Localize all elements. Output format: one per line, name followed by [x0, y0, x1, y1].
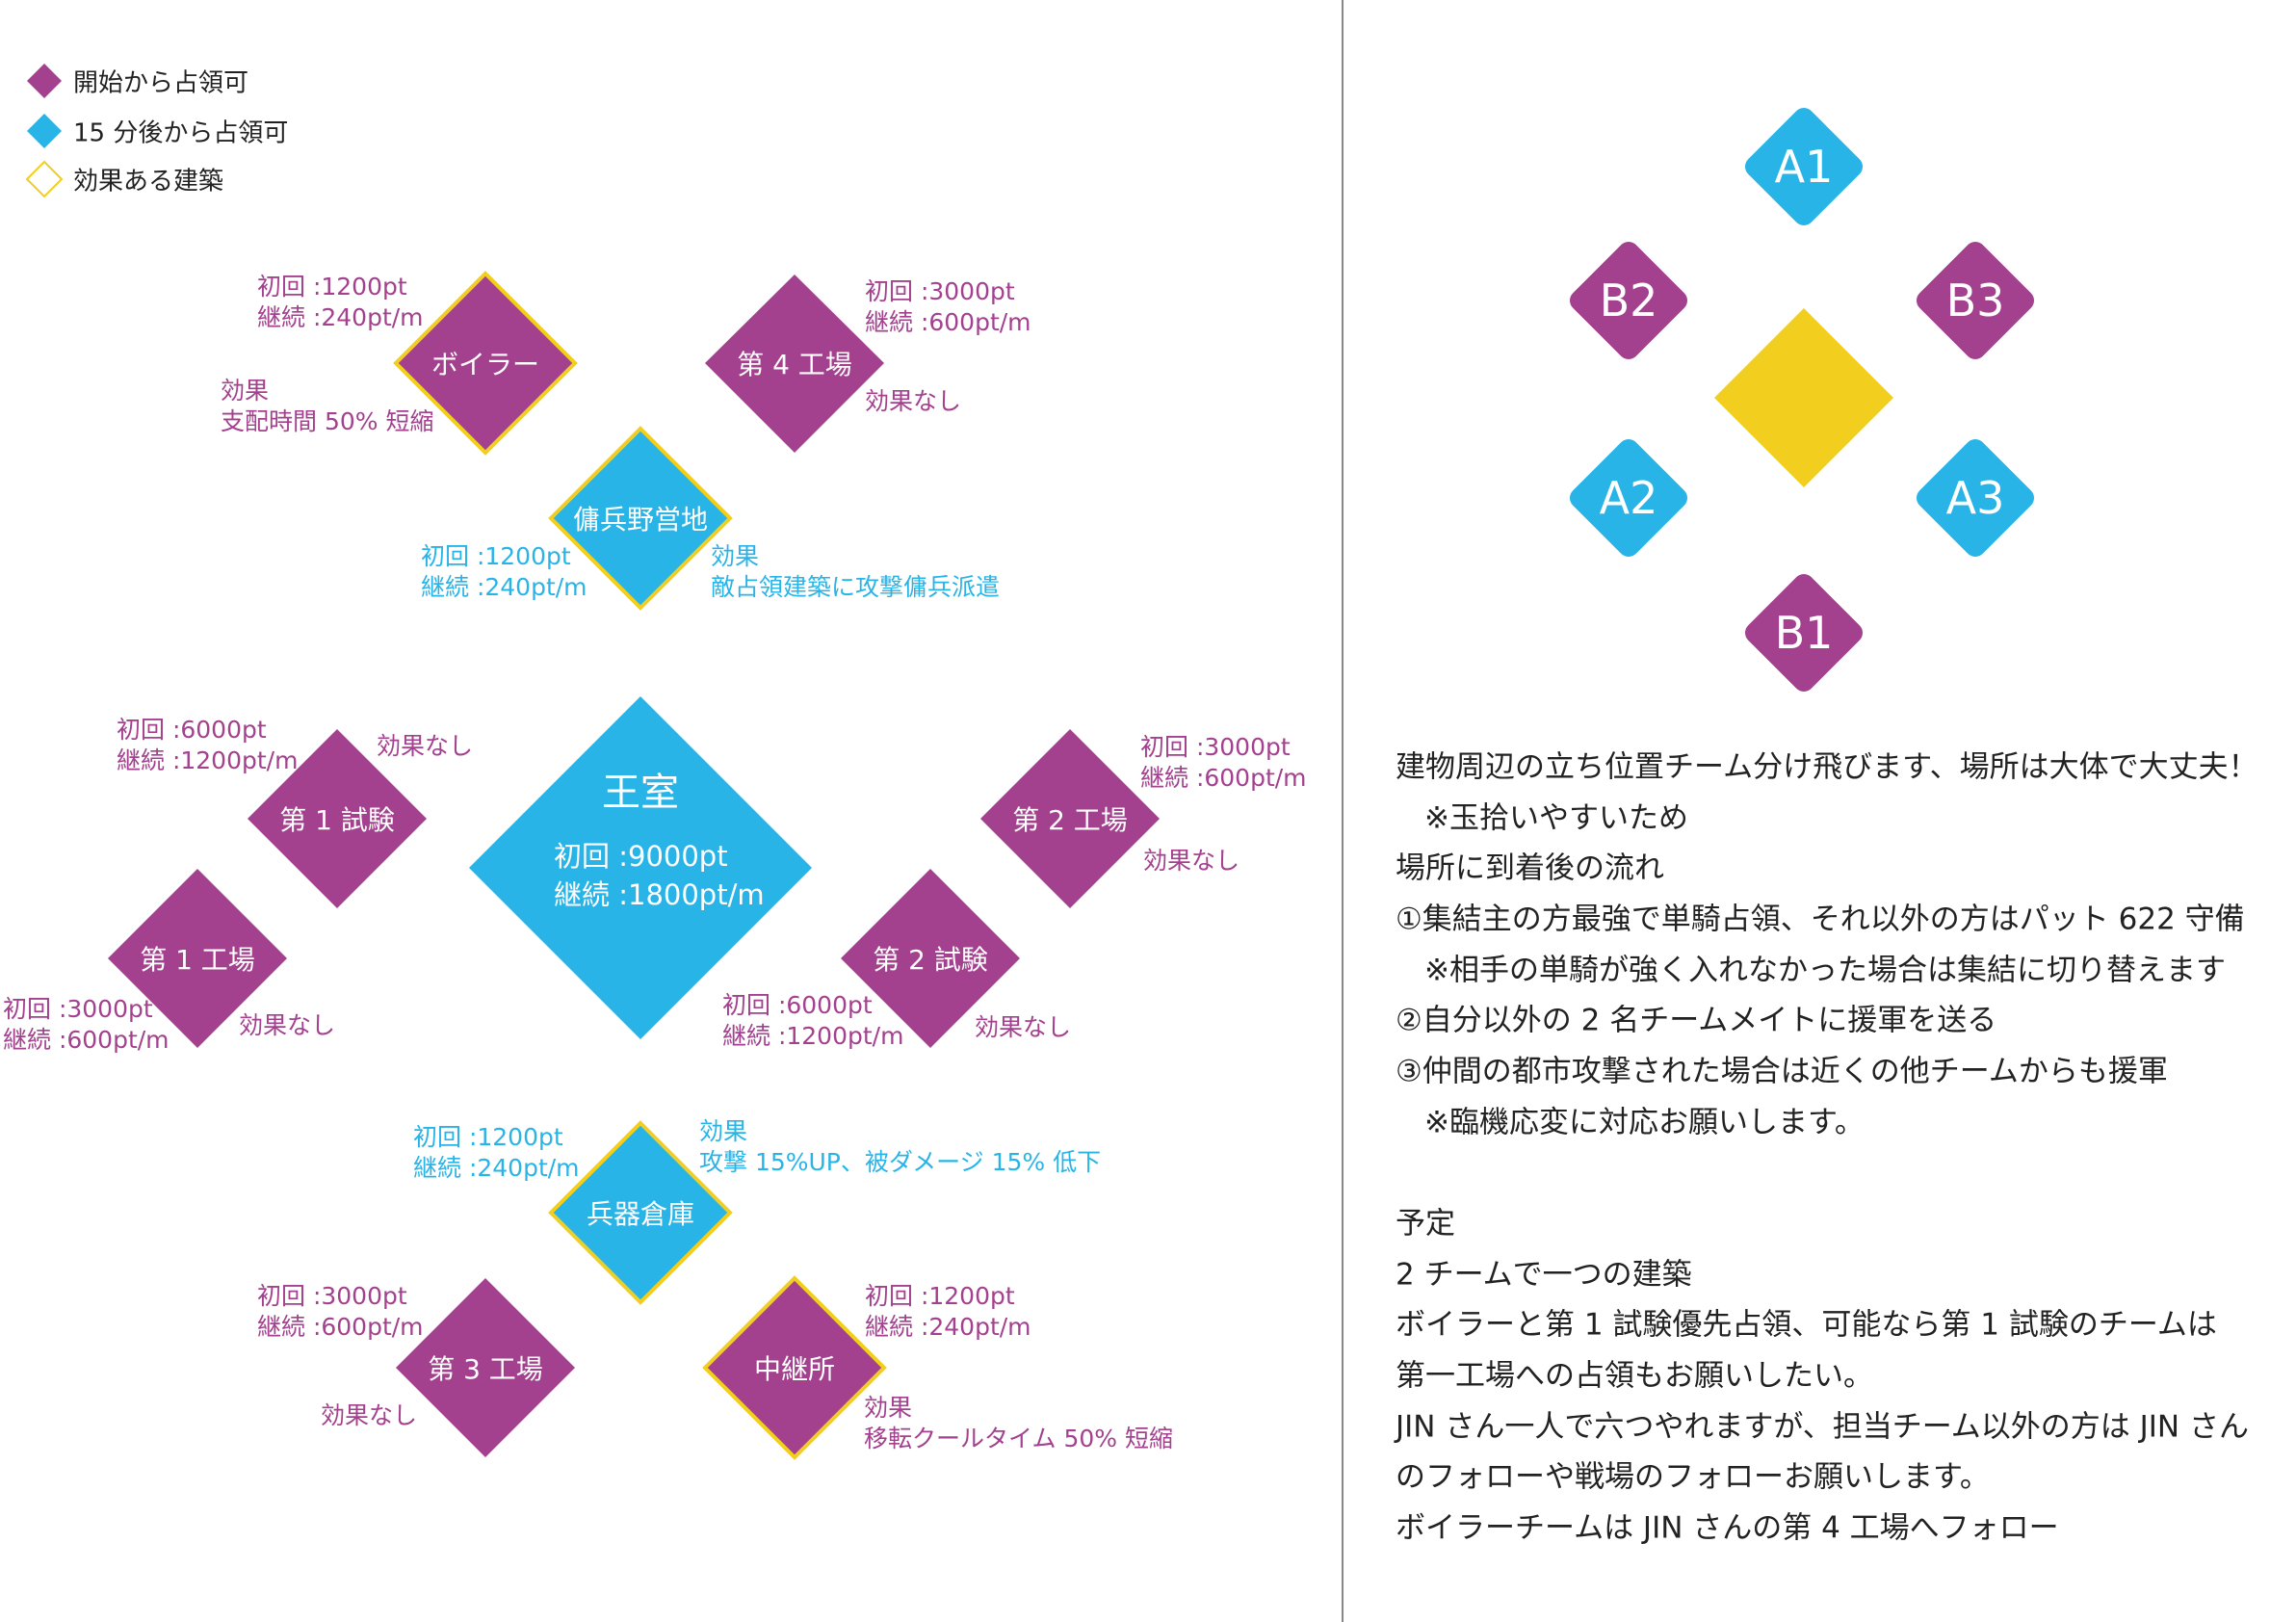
- relay-cont: 継続 :240pt/m: [865, 1313, 1031, 1341]
- legend-after15: 15 分後から占領可: [73, 118, 289, 148]
- armory-effect-title: 効果: [699, 1117, 748, 1145]
- royal-cont: 継続 :1800pt/m: [554, 878, 765, 911]
- factory3-diamond: [396, 1278, 575, 1457]
- camp-diamond: [548, 426, 733, 611]
- royal-diamond: [469, 696, 812, 1039]
- factory4-cont: 継続 :600pt/m: [865, 308, 1031, 336]
- boiler-first: 初回 :1200pt: [257, 273, 407, 301]
- camp-name: 傭兵野営地: [572, 504, 709, 536]
- boiler-cont: 継続 :240pt/m: [257, 303, 424, 331]
- note-line: ※玉拾いやすいため: [1424, 800, 1688, 836]
- armory-cont: 継続 :240pt/m: [413, 1154, 580, 1182]
- factory1-diamond: [108, 869, 287, 1048]
- test1-name: 第 1 試験: [279, 804, 395, 836]
- legend-effect: 効果ある建築: [73, 167, 224, 196]
- legend-blue-diamond-icon: [27, 114, 62, 148]
- armory-diamond: [548, 1120, 733, 1305]
- test2-cont: 継続 :1200pt/m: [722, 1022, 904, 1050]
- note-line: 第一工場への占領もお願いしたい。: [1396, 1358, 1873, 1394]
- factory1-name: 第 1 工場: [140, 944, 255, 976]
- armory-effect: 攻撃 15%UP、被ダメージ 15% 低下: [699, 1148, 1102, 1176]
- relay-first: 初回 :1200pt: [865, 1282, 1015, 1310]
- factory3-first: 初回 :3000pt: [257, 1282, 407, 1310]
- pos-b1: B1: [1774, 607, 1834, 659]
- factory1-cont: 継続 :600pt/m: [3, 1026, 170, 1054]
- note-line: ※相手の単騎が強く入れなかった場合は集結に切り替えます: [1424, 953, 2226, 988]
- factory2-effect: 効果なし: [1143, 847, 1240, 875]
- note-line: ボイラーチームは JIN さんの第 4 工場へフォロー: [1396, 1510, 2059, 1546]
- test1-cont: 継続 :1200pt/m: [117, 746, 299, 774]
- test1-diamond: [248, 729, 427, 908]
- royal-name: 王室: [602, 771, 679, 815]
- camp-cont: 継続 :240pt/m: [421, 573, 587, 601]
- legend-yellow-outline-diamond-icon: [25, 160, 64, 198]
- note-line: ③仲間の都市攻撃された場合は近くの他チームからも援軍: [1396, 1054, 2168, 1089]
- test2-first: 初回 :6000pt: [722, 991, 873, 1019]
- a1-diamond: [1745, 108, 1863, 225]
- relay-effect-title: 効果: [864, 1394, 913, 1422]
- a3-diamond: [1917, 439, 2034, 557]
- legend-purple-diamond-icon: [27, 64, 62, 98]
- boiler-name: ボイラー: [430, 349, 540, 380]
- pos-a3: A3: [1945, 472, 2005, 524]
- test1-first: 初回 :6000pt: [117, 716, 267, 744]
- test2-diamond: [841, 869, 1020, 1048]
- note-line: のフォローや戦場のフォローお願いします。: [1396, 1459, 1990, 1495]
- factory2-diamond: [980, 729, 1160, 908]
- camp-effect: 敵占領建築に攻撃傭兵派遣: [711, 573, 1001, 601]
- factory4-effect: 効果なし: [865, 387, 962, 415]
- armory-first: 初回 :1200pt: [413, 1123, 563, 1151]
- factory2-name: 第 2 工場: [1012, 804, 1128, 836]
- b3-diamond: [1917, 242, 2034, 359]
- note-line: 予定: [1396, 1206, 1455, 1242]
- factory4-first: 初回 :3000pt: [865, 277, 1015, 305]
- a2-diamond: [1570, 439, 1687, 557]
- camp-first: 初回 :1200pt: [421, 542, 571, 570]
- factory1-first: 初回 :3000pt: [3, 995, 153, 1023]
- pos-a2: A2: [1599, 472, 1658, 524]
- pos-b2: B2: [1599, 275, 1658, 327]
- divider: [1342, 0, 1344, 1622]
- relay-effect: 移転クールタイム 50% 短縮: [864, 1425, 1173, 1452]
- factory2-cont: 継続 :600pt/m: [1140, 764, 1307, 792]
- pos-a1: A1: [1774, 141, 1834, 193]
- factory3-name: 第 3 工場: [428, 1353, 543, 1385]
- b1-diamond: [1745, 574, 1863, 692]
- factory1-effect: 効果なし: [239, 1011, 336, 1039]
- boiler-effect-title: 効果: [221, 377, 270, 405]
- factory3-cont: 継続 :600pt/m: [257, 1313, 424, 1341]
- note-line: ②自分以外の 2 名チームメイトに援軍を送る: [1396, 1003, 1997, 1038]
- camp-effect-title: 効果: [711, 542, 760, 570]
- test2-effect: 効果なし: [975, 1013, 1072, 1041]
- relay-diamond: [702, 1275, 887, 1460]
- royal-first: 初回 :9000pt: [554, 840, 728, 873]
- note-line: ボイラーと第 1 試験優先占領、可能なら第 1 試験のチームは: [1396, 1307, 2217, 1343]
- relay-name: 中継所: [753, 1353, 836, 1385]
- note-line: 2 チームで一つの建築: [1396, 1257, 1692, 1293]
- test1-effect: 効果なし: [377, 732, 474, 760]
- note-line: 建物周辺の立ち位置チーム分け飛びます、場所は大体で大丈夫！: [1396, 749, 2258, 785]
- center-building-diamond: [1714, 308, 1893, 487]
- pos-b3: B3: [1945, 275, 2005, 327]
- factory2-first: 初回 :3000pt: [1140, 733, 1291, 761]
- note-line: 場所に到着後の流れ: [1396, 850, 1664, 886]
- factory3-effect: 効果なし: [321, 1401, 418, 1429]
- legend-start: 開始から占領可: [73, 68, 249, 98]
- note-line: ※臨機応変に対応お願いします。: [1424, 1105, 1865, 1140]
- b2-diamond: [1570, 242, 1687, 359]
- note-line: ①集結主の方最強で単騎占領、それ以外の方はパット 622 守備: [1396, 902, 2245, 937]
- boiler-effect: 支配時間 50% 短縮: [221, 407, 434, 435]
- test2-name: 第 2 試験: [873, 944, 988, 976]
- note-line: JIN さん一人で六つやれますが、担当チーム以外の方は JIN さん: [1396, 1409, 2249, 1445]
- factory4-diamond: [705, 275, 884, 453]
- armory-name: 兵器倉庫: [586, 1198, 695, 1230]
- factory4-name: 第 4 工場: [737, 349, 852, 380]
- boiler-diamond: [393, 271, 578, 456]
